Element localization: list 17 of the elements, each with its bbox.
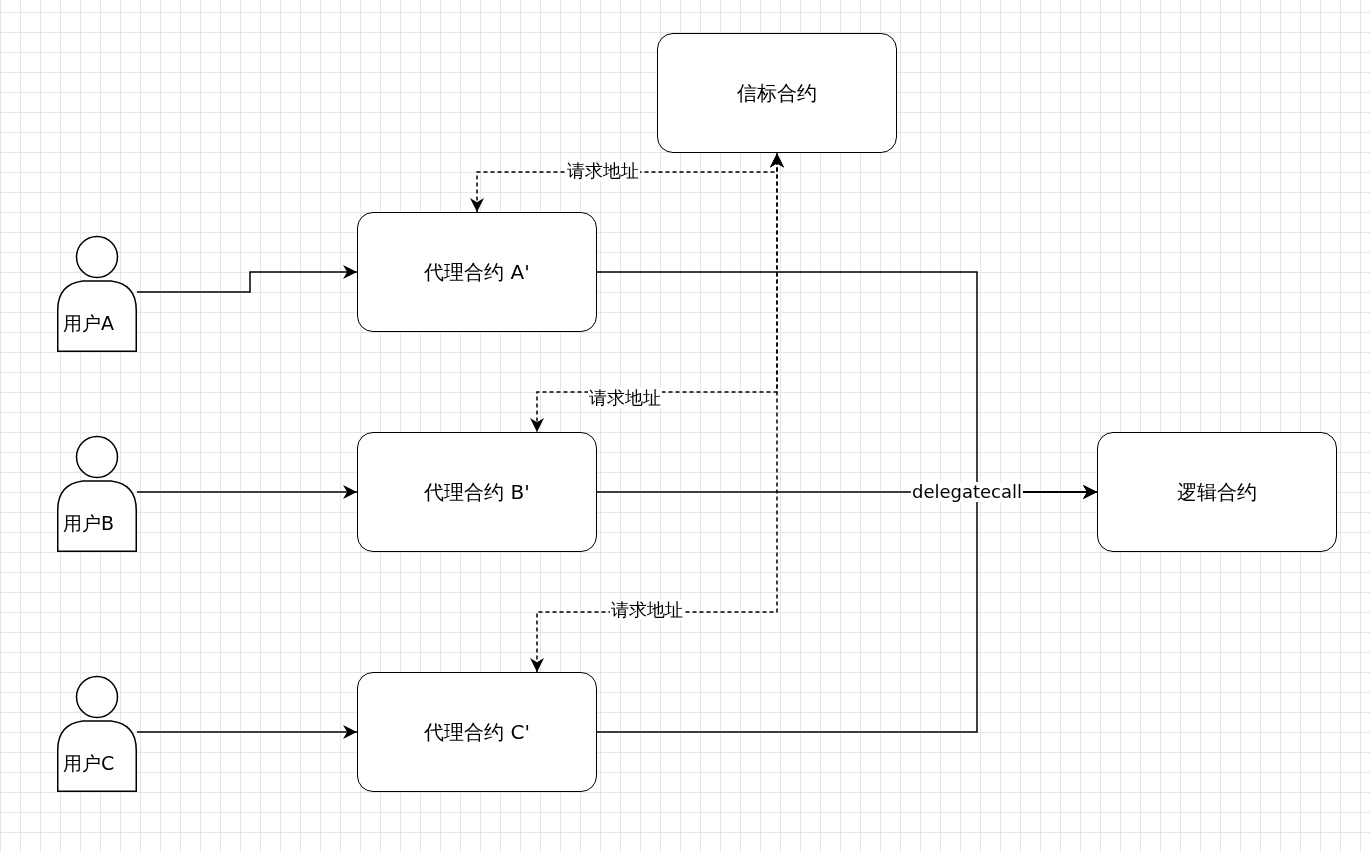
person-label: 用户B	[63, 512, 115, 534]
process-box: 代理合约 C'	[357, 672, 597, 792]
person-label: 用户A	[63, 312, 114, 334]
arrow	[136, 265, 358, 293]
process-box: 代理合约 A'	[357, 212, 597, 332]
edge-label: delegatecall	[910, 482, 1024, 502]
process-box: 代理合约 B'	[357, 432, 597, 552]
process-box: 信标合约	[657, 33, 897, 153]
edge-label: 请求地址	[610, 600, 684, 620]
process-box: 逻辑合约	[1097, 432, 1337, 552]
arrow	[596, 485, 1098, 733]
person-label: 用户C	[63, 752, 115, 774]
edge-label: 请求地址	[566, 161, 640, 181]
arrow	[530, 152, 784, 673]
arrow	[136, 485, 358, 499]
edge-label: 请求地址	[588, 388, 662, 408]
arrow	[136, 725, 358, 739]
